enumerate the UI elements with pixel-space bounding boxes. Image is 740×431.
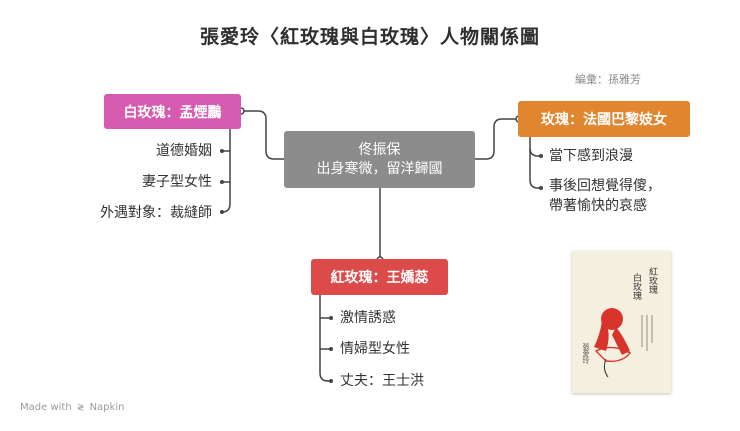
center-node-zhenbao: 佟振保 出身寒微，留洋歸國 — [284, 131, 475, 188]
leaf-white-rose-3: 外遇對象：裁縫師 — [100, 205, 212, 221]
leaf-paris-rose-1: 當下感到浪漫 — [549, 148, 633, 164]
leaf-white-rose-1: 道德婚姻 — [156, 143, 212, 159]
editor-credit: 編彙：孫雅芳 — [575, 73, 641, 86]
book-author: 張愛玲 — [582, 343, 590, 365]
figure-illustration-icon — [594, 308, 632, 378]
made-with-text: Made with — [20, 402, 72, 413]
leaf-red-rose-3: 丈夫：王士洪 — [340, 373, 424, 389]
napkin-brand: Napkin — [89, 402, 125, 413]
node-paris-rose-label: 玫瑰：法國巴黎妓女 — [541, 112, 667, 128]
leaf-paris-rose-3: 帶著愉快的哀感 — [549, 198, 647, 214]
node-white-rose-label: 白玫瑰：孟煙鸝 — [123, 104, 222, 121]
book-title-col2: 白玫瑰 — [631, 272, 642, 301]
leaf-paris-rose-2: 事後回想覺得傻， — [549, 178, 661, 194]
book-cover-image: 紅玫瑰 白玫瑰 張愛玲 — [572, 251, 671, 393]
napkin-logo-icon: ≷ — [76, 403, 85, 413]
node-red-rose-label: 紅玫瑰：王嬌蕊 — [330, 270, 429, 286]
node-red-rose: 紅玫瑰：王嬌蕊 — [311, 259, 448, 295]
leaf-white-rose-2: 妻子型女性 — [142, 174, 212, 190]
center-node-desc: 出身寒微，留洋歸國 — [316, 160, 443, 177]
book-title-col1: 紅玫瑰 — [647, 267, 658, 295]
node-paris-rose: 玫瑰：法國巴黎妓女 — [518, 101, 690, 137]
center-node-name: 佟振保 — [358, 141, 401, 158]
leaf-red-rose-2: 情婦型女性 — [340, 341, 410, 357]
diagram-title: 張愛玲〈紅玫瑰與白玫瑰〉人物關係圖 — [199, 26, 540, 48]
node-white-rose: 白玫瑰：孟煙鸝 — [104, 94, 241, 129]
leaf-red-rose-1: 激情誘惑 — [340, 310, 396, 326]
made-with-napkin[interactable]: Made with ≷ Napkin — [20, 402, 124, 413]
